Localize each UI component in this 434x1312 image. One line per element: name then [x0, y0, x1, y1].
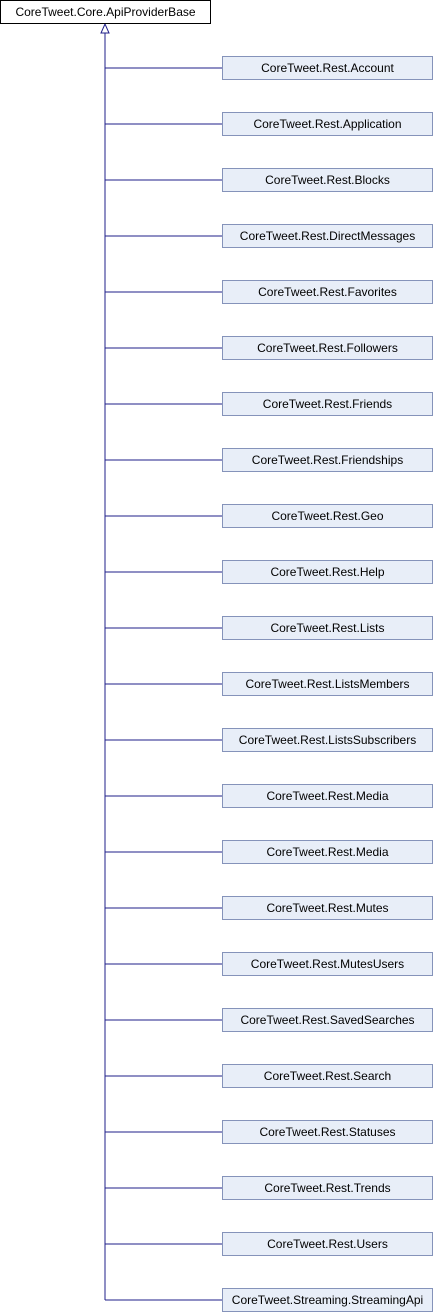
derived-class-node[interactable]: CoreTweet.Rest.SavedSearches — [222, 1008, 433, 1032]
derived-class-node[interactable]: CoreTweet.Rest.Media — [222, 840, 433, 864]
derived-class-node[interactable]: CoreTweet.Rest.Media — [222, 784, 433, 808]
derived-class-node[interactable]: CoreTweet.Rest.ListsMembers — [222, 672, 433, 696]
derived-class-node[interactable]: CoreTweet.Rest.Trends — [222, 1176, 433, 1200]
derived-class-node[interactable]: CoreTweet.Rest.Friendships — [222, 448, 433, 472]
derived-class-node[interactable]: CoreTweet.Rest.DirectMessages — [222, 224, 433, 248]
derived-class-node[interactable]: CoreTweet.Rest.Search — [222, 1064, 433, 1088]
derived-class-node[interactable]: CoreTweet.Rest.ListsSubscribers — [222, 728, 433, 752]
derived-class-node[interactable]: CoreTweet.Rest.Application — [222, 112, 433, 136]
derived-class-node[interactable]: CoreTweet.Rest.Users — [222, 1232, 433, 1256]
derived-class-node[interactable]: CoreTweet.Rest.Statuses — [222, 1120, 433, 1144]
derived-class-node[interactable]: CoreTweet.Rest.Blocks — [222, 168, 433, 192]
derived-class-node[interactable]: CoreTweet.Rest.Help — [222, 560, 433, 584]
derived-class-node[interactable]: CoreTweet.Rest.MutesUsers — [222, 952, 433, 976]
derived-class-node[interactable]: CoreTweet.Rest.Mutes — [222, 896, 433, 920]
derived-class-node[interactable]: CoreTweet.Rest.Followers — [222, 336, 433, 360]
inheritance-arrowhead-icon — [100, 22, 110, 34]
base-class-node[interactable]: CoreTweet.Core.ApiProviderBase — [0, 0, 211, 24]
derived-class-node[interactable]: CoreTweet.Rest.Lists — [222, 616, 433, 640]
derived-class-node[interactable]: CoreTweet.Rest.Account — [222, 56, 433, 80]
derived-class-node[interactable]: CoreTweet.Rest.Friends — [222, 392, 433, 416]
derived-class-node[interactable]: CoreTweet.Rest.Favorites — [222, 280, 433, 304]
derived-class-node[interactable]: CoreTweet.Rest.Geo — [222, 504, 433, 528]
derived-class-node[interactable]: CoreTweet.Streaming.StreamingApi — [222, 1288, 433, 1312]
